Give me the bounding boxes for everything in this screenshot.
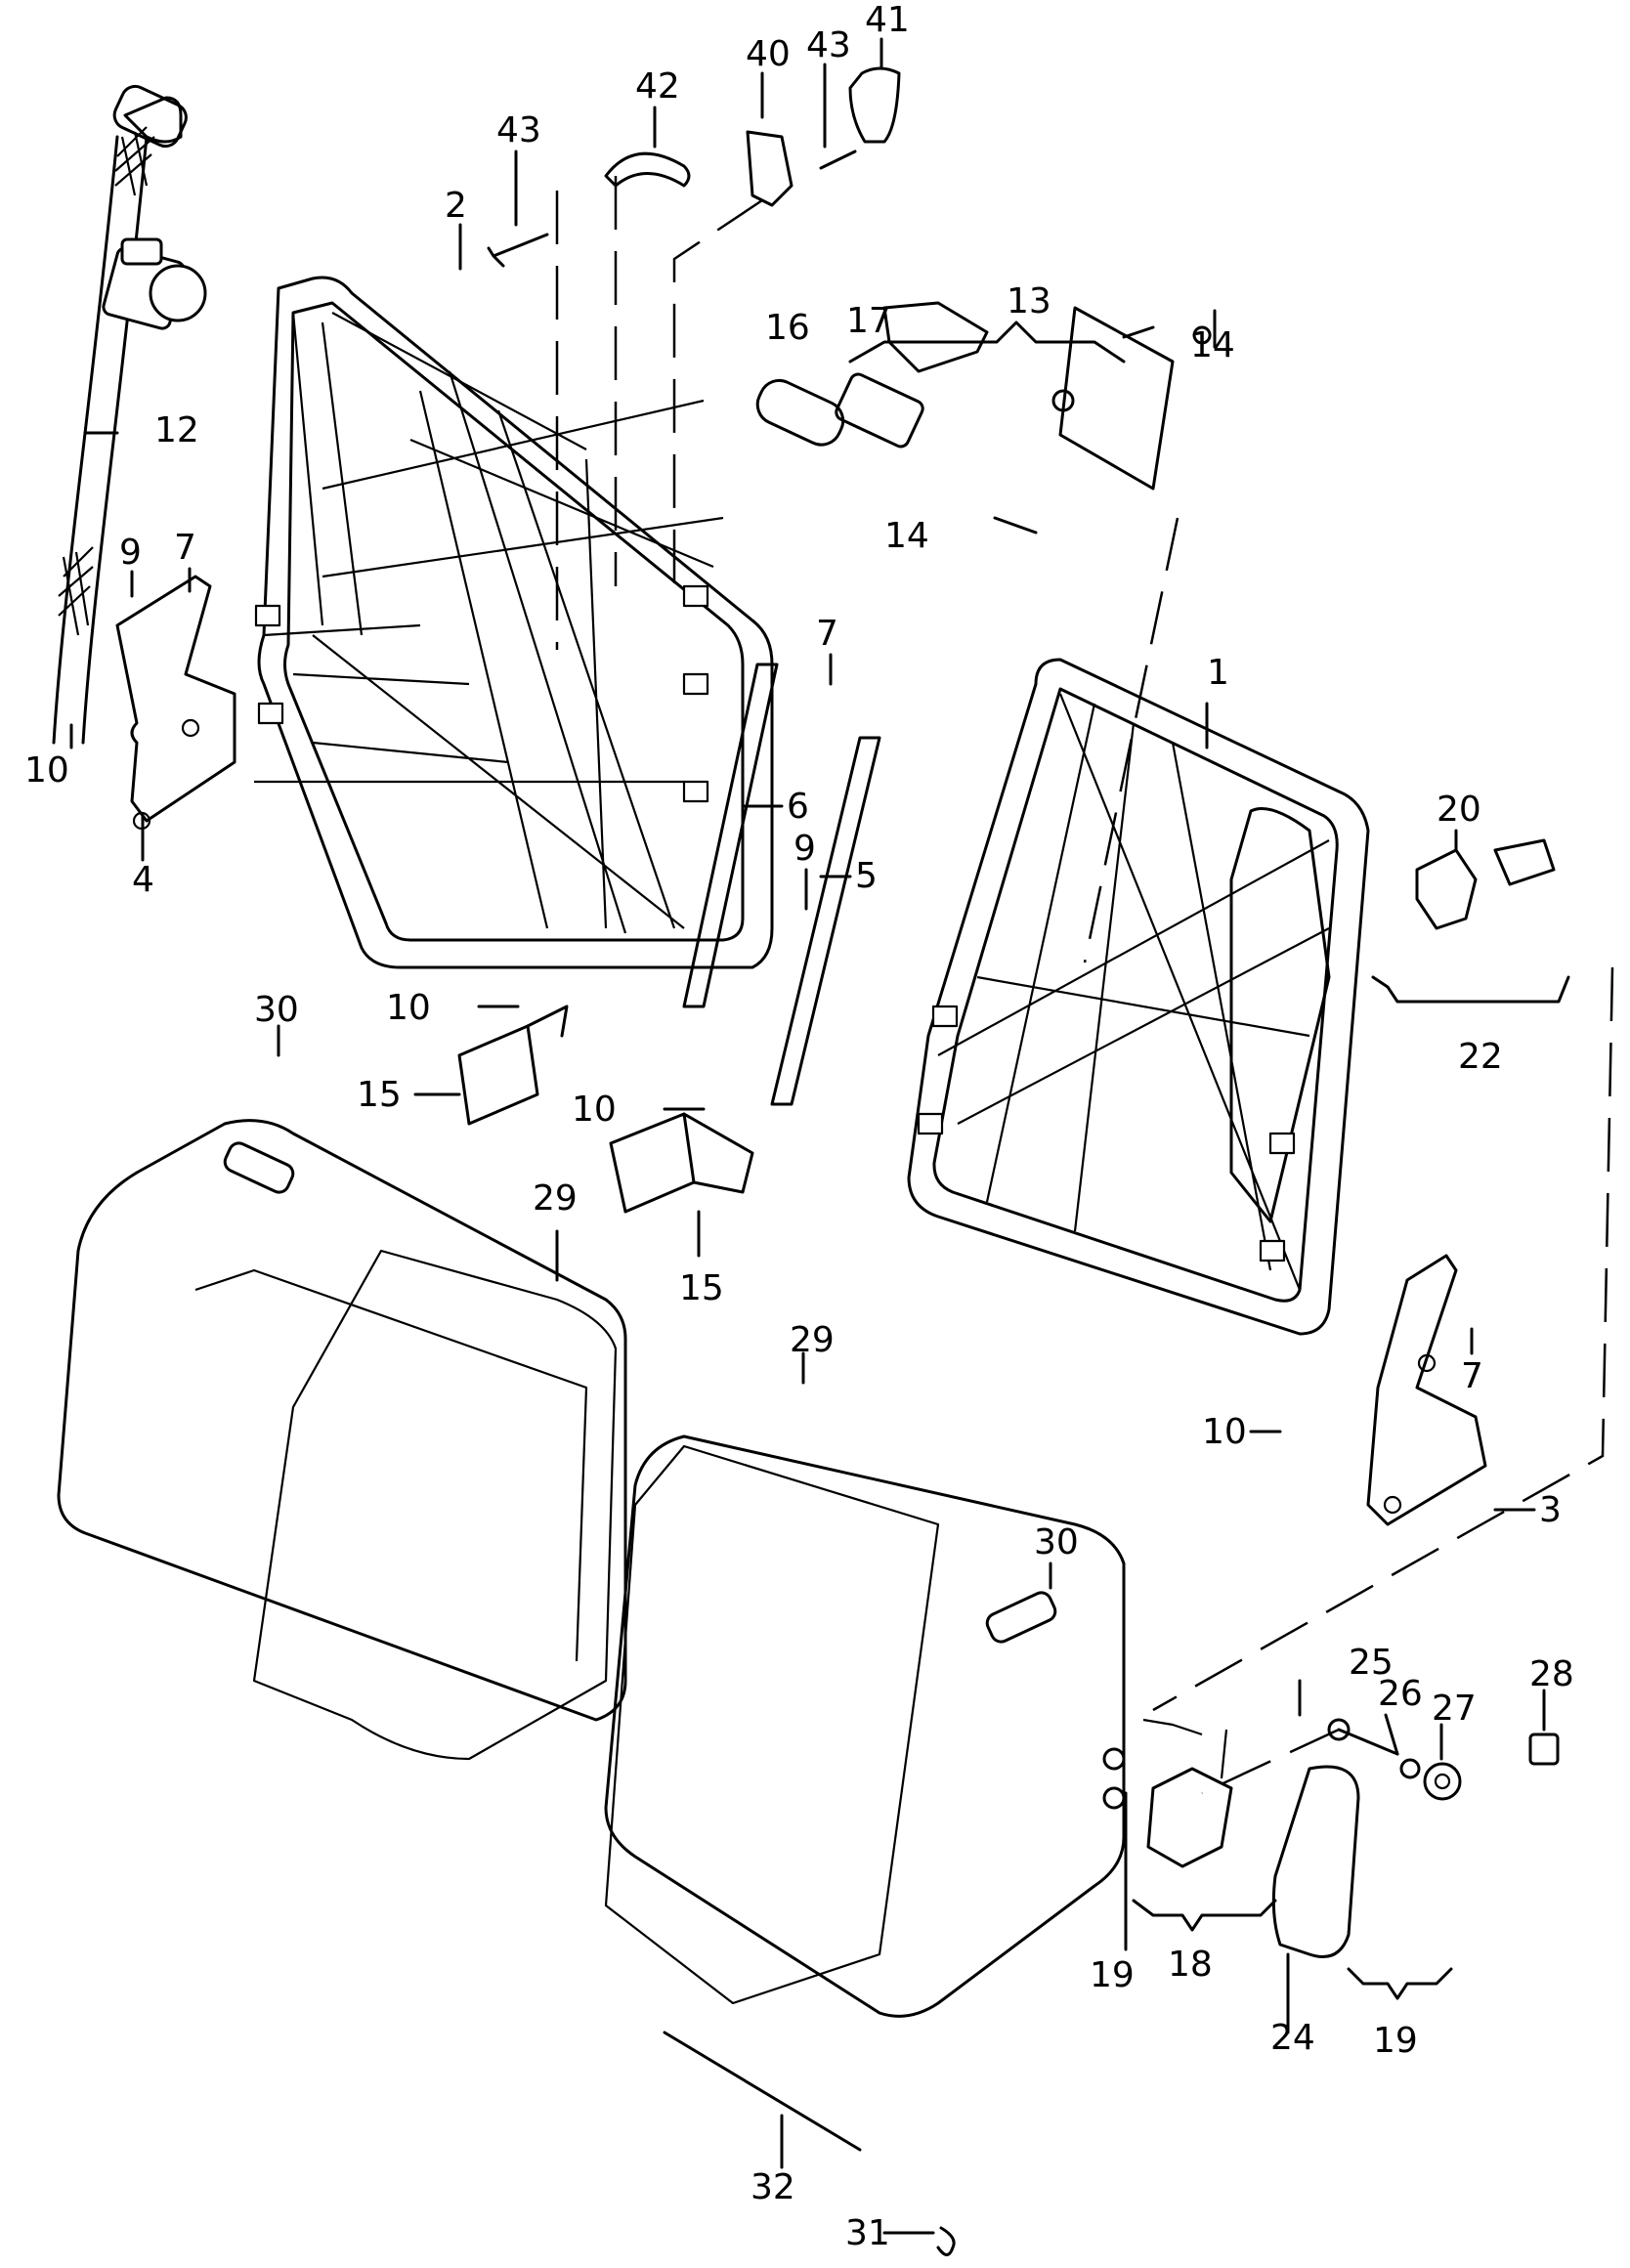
backrest-frame-right-part-1 <box>907 658 1370 1336</box>
callout-29: 29 <box>533 1178 578 1219</box>
callout-27: 27 <box>1432 1689 1477 1729</box>
callout-7: 7 <box>1461 1356 1483 1396</box>
callout-5: 5 <box>855 856 878 896</box>
callout-12: 12 <box>154 410 199 450</box>
callout-42: 42 <box>635 66 680 107</box>
callout-13: 13 <box>1007 281 1051 321</box>
bracket-assembly-part-13 <box>882 301 1175 491</box>
cap-part-41 <box>848 66 901 144</box>
callout-24: 24 <box>1270 2018 1315 2058</box>
group-brackets <box>848 321 1570 2000</box>
callout-7: 7 <box>174 528 196 568</box>
buckle-part-15-left <box>457 1005 569 1126</box>
callout-20: 20 <box>1437 790 1481 830</box>
callout-22: 22 <box>1458 1037 1503 1077</box>
wire-part-32 <box>663 2031 862 2152</box>
callout-43: 43 <box>806 25 851 65</box>
dashed-guide-lines <box>555 176 1614 1795</box>
washer-part-27 <box>1423 1762 1462 1801</box>
seat-belt-part-12 <box>52 84 207 745</box>
callout-leader-lines <box>69 37 1546 2235</box>
backrest-cover-left-padding-part-29 <box>252 1249 618 1761</box>
escutcheon-part-24 <box>1271 1765 1360 1958</box>
callout-32: 32 <box>751 2167 795 2207</box>
callout-29: 29 <box>790 1320 835 1360</box>
callout-14: 14 <box>1190 325 1235 365</box>
callout-3: 3 <box>1539 1490 1562 1530</box>
callout-18: 18 <box>1168 1945 1213 1985</box>
callout-6: 6 <box>787 787 809 827</box>
callout-19: 19 <box>1090 1955 1135 1995</box>
rivet-part-14 <box>1051 325 1212 412</box>
nut-part-26 <box>1399 1758 1421 1779</box>
callout-2: 2 <box>445 186 467 226</box>
callout-10: 10 <box>24 750 69 791</box>
callout-labels: 1 2 3 4 5 6 7 7 7 9 9 10 10 10 10 12 13 … <box>24 0 1574 2253</box>
callout-10: 10 <box>1202 1412 1247 1452</box>
callout-9: 9 <box>794 829 816 869</box>
strap-part-6 <box>682 663 779 1008</box>
strap-part-5 <box>770 736 881 1106</box>
backrest-cover-right-padding-part-29 <box>604 1444 940 2005</box>
callout-10: 10 <box>386 988 431 1028</box>
callout-19: 19 <box>1373 2021 1418 2061</box>
callout-15: 15 <box>679 1268 724 1308</box>
callout-43: 43 <box>496 110 541 150</box>
callout-10: 10 <box>572 1090 617 1130</box>
backrest-frame-left-part-2 <box>254 276 774 969</box>
buckle-part-15-right <box>609 1112 754 1214</box>
backrest-cover-left-part-30 <box>57 1119 627 1722</box>
callout-25: 25 <box>1349 1643 1394 1683</box>
clip-nut-part-28 <box>1528 1733 1560 1766</box>
callout-4: 4 <box>132 860 154 900</box>
callout-1: 1 <box>1207 653 1229 693</box>
callout-14: 14 <box>884 516 929 556</box>
backrest-cover-right-part-30 <box>604 1434 1126 2018</box>
callout-31: 31 <box>845 2213 890 2253</box>
hinge-left-part-4 <box>115 575 236 831</box>
lock-part-20 <box>1415 838 1556 930</box>
grommet-part-42 <box>604 151 691 188</box>
callout-28: 28 <box>1529 1654 1574 1694</box>
callout-9: 9 <box>119 533 142 573</box>
callout-30: 30 <box>254 990 299 1030</box>
clip-part-31 <box>936 2226 956 2256</box>
washers-part-19-left <box>1102 1747 1126 1810</box>
callout-15: 15 <box>357 1075 402 1115</box>
callout-41: 41 <box>865 0 910 40</box>
callout-30: 30 <box>1034 1522 1079 1562</box>
bracket-part-40 <box>746 130 794 207</box>
callout-17: 17 <box>846 301 891 341</box>
lock-mechanism-part-18 <box>1142 1718 1233 1868</box>
hinge-right-part-3 <box>1366 1254 1487 1526</box>
handle-cover-part-16 <box>755 378 845 447</box>
latch-part-17 <box>835 372 924 449</box>
callout-40: 40 <box>746 34 791 74</box>
stud-part-25 <box>1327 1718 1399 1756</box>
callout-26: 26 <box>1378 1674 1423 1714</box>
callout-7: 7 <box>816 614 838 654</box>
bolts-part-43 <box>487 150 857 268</box>
callout-16: 16 <box>765 308 810 348</box>
